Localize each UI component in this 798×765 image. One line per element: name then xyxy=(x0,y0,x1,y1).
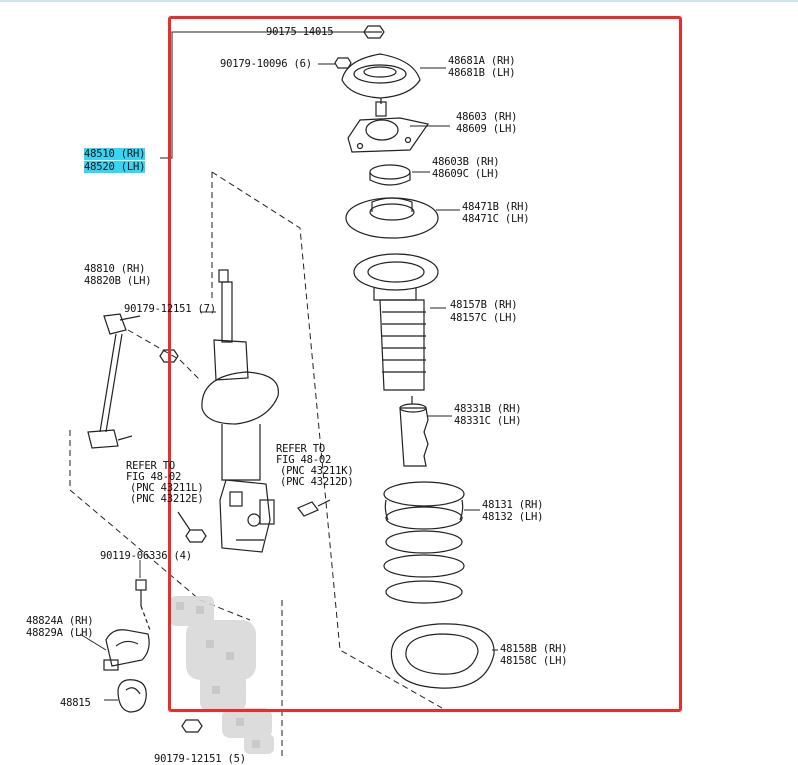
upper-support-part xyxy=(341,53,421,99)
part-label-bolt-bottom[interactable]: 90119-06336 (4) xyxy=(100,550,192,562)
refer-note-b-line-1: REFER TO xyxy=(126,460,175,472)
leaders-left xyxy=(79,63,336,701)
refer-note-b-line-3: (PNC 43211L) xyxy=(130,482,204,494)
leaders-right xyxy=(410,67,498,651)
part-label-bearing-rh[interactable]: 48603B (RH) xyxy=(432,156,500,168)
part-label-nut-top[interactable]: 90179-10096 (6) xyxy=(220,58,312,70)
link-dashed-outline-2 xyxy=(127,329,201,381)
part-label-support-lh[interactable]: 48681B (LH) xyxy=(448,67,516,79)
bottom-nut-part xyxy=(181,719,203,733)
lower-insulator-part xyxy=(390,623,495,689)
selection-frame xyxy=(168,16,682,712)
strut-mount-part xyxy=(347,98,430,153)
leader-strut xyxy=(160,31,368,159)
obscured-stabilizer-bar xyxy=(170,596,274,754)
part-label-boot-lh[interactable]: 48157C (LH) xyxy=(450,312,518,324)
part-label-support-rh[interactable]: 48681A (RH) xyxy=(448,55,516,67)
part-label-spring-rh[interactable]: 48131 (RH) xyxy=(482,499,544,511)
link-nut-part xyxy=(159,349,179,363)
part-label-seat-rh[interactable]: 48471B (RH) xyxy=(462,201,530,213)
part-label-nut-link[interactable]: 90179-12151 (7) xyxy=(124,303,216,315)
part-label-bearing-lh[interactable]: 48609C (LH) xyxy=(432,168,500,180)
part-label-bracket-rh[interactable]: 48824A (RH) xyxy=(26,615,94,627)
obscured-stabilizer-bar-dither xyxy=(176,602,260,748)
refer-note-a-line-1: REFER TO xyxy=(276,443,325,455)
strut-bolt-part xyxy=(297,499,331,517)
coil-spring-part xyxy=(383,481,465,604)
part-label-spring-lh[interactable]: 48132 (LH) xyxy=(482,511,544,523)
link-dashed-outline xyxy=(69,430,251,621)
part-label-boot-rh[interactable]: 48157B (RH) xyxy=(450,299,518,311)
stabilizer-link-part xyxy=(87,313,141,449)
part-label-bumper-rh[interactable]: 48331B (RH) xyxy=(454,403,522,415)
part-label-seat-lh[interactable]: 48471C (LH) xyxy=(462,213,530,225)
bearing-part xyxy=(369,164,411,186)
part-label-nut-bottom[interactable]: 90179-12151 (5) xyxy=(154,753,246,765)
refer-note-a-line-2[interactable]: FIG 48-02 xyxy=(276,454,332,466)
part-label-bracket-lh[interactable]: 48829A (LH) xyxy=(26,627,94,639)
strut-assembly-part xyxy=(201,269,279,553)
part-label-strut-lh-highlighted[interactable]: 48520 (LH) xyxy=(84,161,146,173)
bottom-bolt-part xyxy=(135,579,151,631)
part-label-mount-lh[interactable]: 48609 (LH) xyxy=(456,123,518,135)
part-label-link-rh[interactable]: 48810 (RH) xyxy=(84,263,146,275)
refer-note-a-line-3: (PNC 43211K) xyxy=(280,465,354,477)
spring-seat-part xyxy=(345,197,439,239)
refer-note-b-line-4: (PNC 43212E) xyxy=(130,493,204,505)
bump-stopper-part xyxy=(399,396,429,467)
part-label-bumper-lh[interactable]: 48331C (LH) xyxy=(454,415,522,427)
stabilizer-bushing-part xyxy=(117,679,147,713)
part-label-insulator-rh[interactable]: 48158B (RH) xyxy=(500,643,568,655)
dust-boot-part xyxy=(353,253,439,391)
stabilizer-bracket-part xyxy=(103,629,150,671)
window-top-edge xyxy=(0,0,798,2)
part-label-insulator-lh[interactable]: 48158C (LH) xyxy=(500,655,568,667)
part-label-bolt-top[interactable]: 90175-14015 xyxy=(266,26,334,38)
part-label-strut-rh-highlighted[interactable]: 48510 (RH) xyxy=(84,148,146,160)
part-label-mount-rh[interactable]: 48603 (RH) xyxy=(456,111,518,123)
knuckle-nut-part xyxy=(177,511,207,543)
part-label-bushing[interactable]: 48815 xyxy=(60,697,91,709)
top-nut-part xyxy=(363,25,385,39)
refer-note-a-line-4: (PNC 43212D) xyxy=(280,476,354,488)
part-label-link-lh[interactable]: 48820B (LH) xyxy=(84,275,152,287)
assembly-dashed-outline xyxy=(211,171,443,709)
refer-note-b-line-2[interactable]: FIG 48-02 xyxy=(126,471,182,483)
